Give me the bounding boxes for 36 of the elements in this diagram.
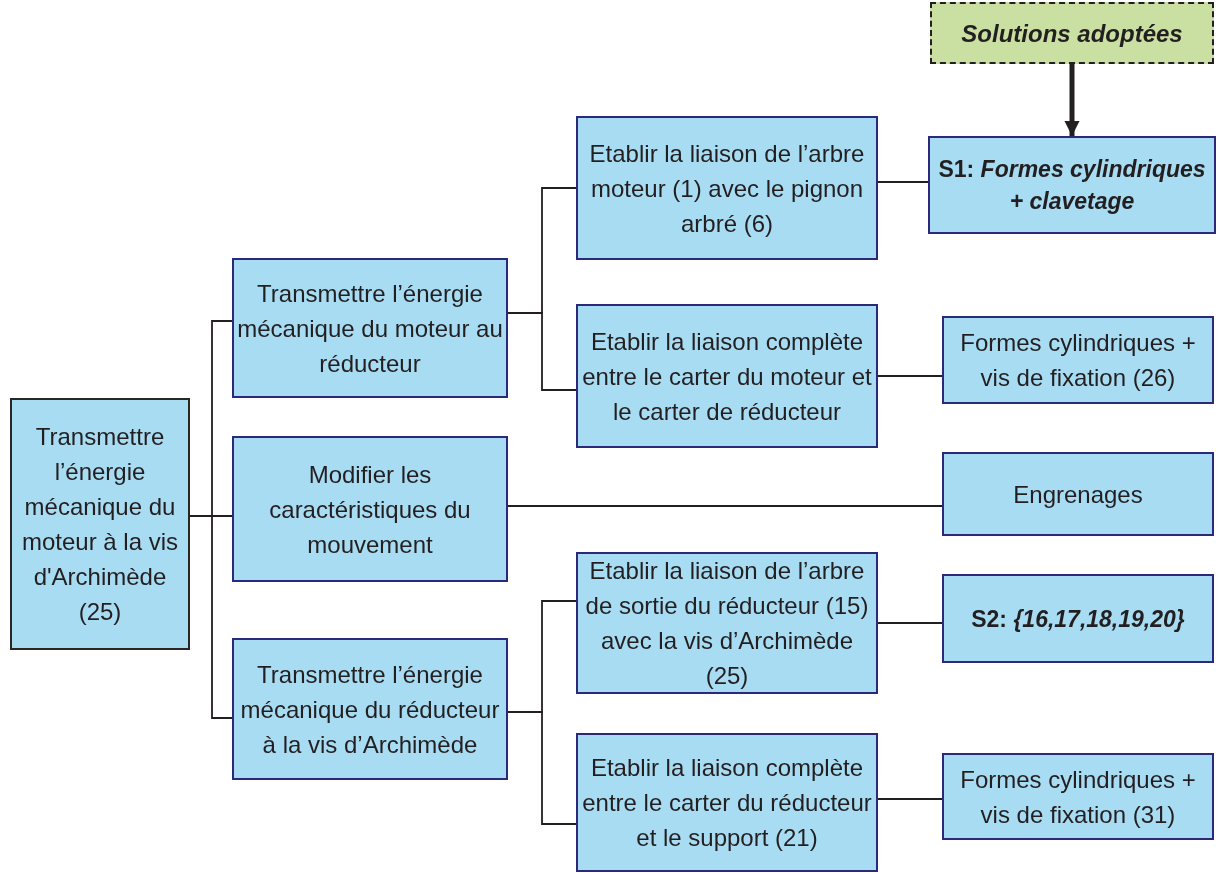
solution-box: [942, 316, 1214, 404]
node-text: Etablir la liaison complète entre le carter du réducteur et le support (21): [581, 753, 873, 853]
node-text: Transmettre l’énergie mécanique du moteur au réducteur: [237, 278, 503, 379]
node-text: Solutions adoptées: [961, 18, 1183, 49]
heading-box: [930, 2, 1214, 64]
solution-box: [928, 136, 1216, 234]
root-box: [10, 398, 190, 650]
node-text: S2: {16,17,18,19,20}: [971, 604, 1185, 634]
function-box: [232, 638, 508, 780]
node-text: Etablir la liaison de l’arbre de sortie du réducteur (15) avec la vis d’Archimède (25): [584, 556, 870, 691]
solution-box: [942, 753, 1214, 840]
node-text: Etablir la liaison complète entre le carter du moteur et le carter de réducteur: [581, 326, 873, 427]
solution-box: [942, 574, 1214, 663]
node-text: Transmettre l’énergie mécanique du réducteur à la vis d’Archimède: [239, 659, 501, 760]
connector-line: [507, 312, 577, 391]
node-text: Formes cylindriques + vis de fixation (31): [959, 764, 1197, 830]
function-box: [576, 733, 878, 872]
node-text: Etablir la liaison de l’arbre moteur (1) avec le pignon arbré (6): [588, 138, 866, 239]
connector-line: [189, 515, 233, 719]
connector-line: [877, 181, 929, 183]
function-box: [232, 436, 508, 582]
function-box: [232, 258, 508, 398]
function-box: [576, 304, 878, 448]
connector-line: [507, 505, 943, 507]
connector-line: [877, 798, 943, 800]
arrow: [1064, 64, 1080, 136]
connector-line: [877, 622, 943, 624]
solution-box: [942, 452, 1214, 536]
function-box: [576, 116, 878, 260]
connector-line: [877, 375, 943, 377]
node-text: Formes cylindriques + vis de fixation (26): [959, 328, 1197, 393]
node-text: Modifier les caractéristiques du mouvement: [268, 459, 472, 560]
node-text: Engrenages: [1013, 479, 1143, 510]
node-text: S1: Formes cylindriques + clavetage: [937, 155, 1207, 216]
node-text: Transmettre l’énergie mécanique du moteur à la vis d'Archimède (25): [20, 422, 180, 627]
connector-line: [507, 711, 577, 825]
